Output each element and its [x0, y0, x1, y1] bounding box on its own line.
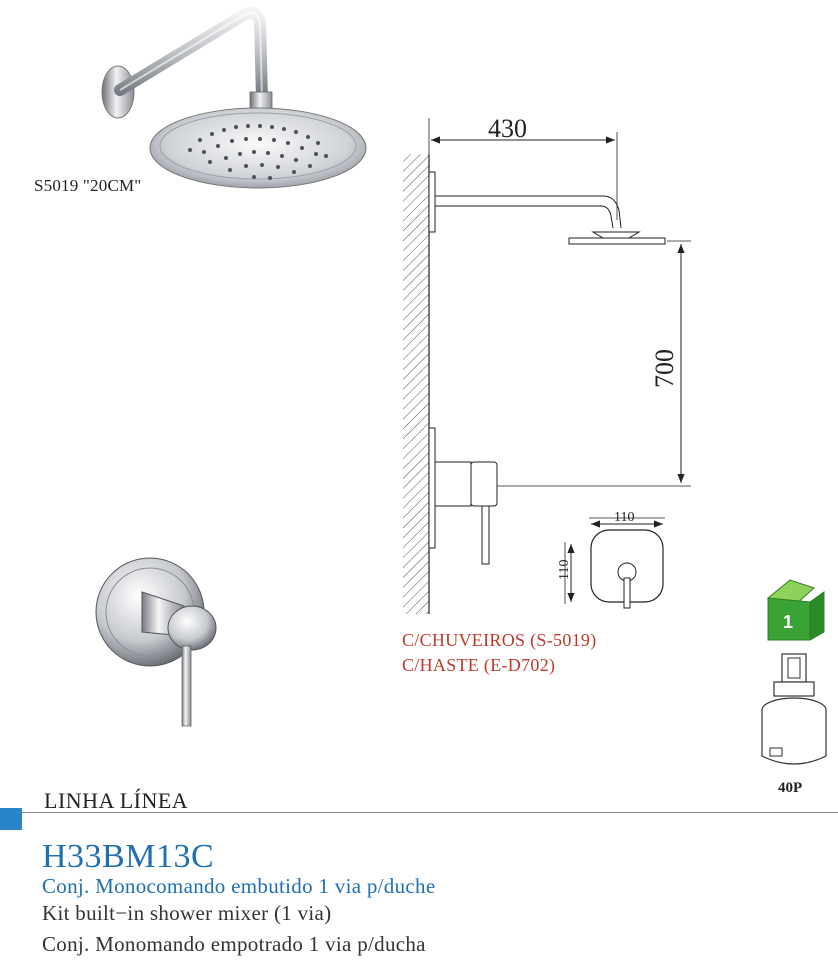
- mixer-valve-photo: [95, 557, 217, 727]
- product-code: H33BM13C: [42, 838, 215, 875]
- dimension-700: 700: [650, 349, 679, 388]
- note-handle: C/HASTE (E-D702): [402, 655, 556, 675]
- description-portuguese: Conj. Monocomando embutido 1 via p/duche: [42, 874, 436, 898]
- description-english: Kit built−in shower mixer (1 via): [42, 901, 332, 925]
- dimension-plate-height: 110: [557, 559, 572, 580]
- cartridge-label: 40P: [778, 780, 803, 796]
- shower-head-photo: [101, 7, 367, 189]
- dimension-plate-width: 110: [614, 510, 635, 525]
- photo-caption: S5019 "20CM": [34, 176, 142, 195]
- dimension-430: 430: [488, 114, 527, 143]
- badge-number: 1: [783, 612, 793, 632]
- product-line: LINHA LÍNEA: [44, 788, 189, 813]
- cartridge-drawing: [761, 653, 827, 765]
- divider: [0, 812, 838, 813]
- note-shower-head: C/CHUVEIROS (S-5019): [402, 630, 597, 650]
- wall-hatch: [403, 154, 429, 614]
- description-spanish: Conj. Monomando empotrado 1 via p/ducha: [42, 932, 426, 956]
- technical-drawing: [403, 118, 691, 614]
- green-badge: 1: [766, 579, 825, 641]
- blue-marker: [0, 808, 22, 830]
